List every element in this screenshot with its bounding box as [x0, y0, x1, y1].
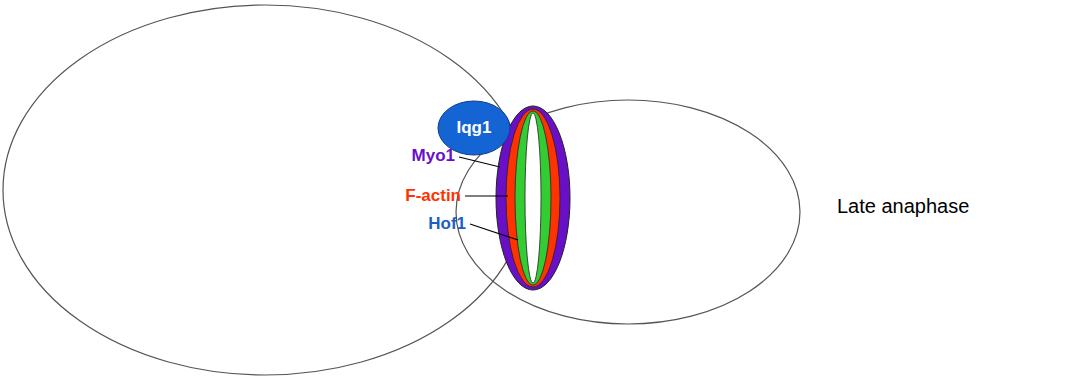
hof1-ring [515, 111, 551, 285]
leader-line [459, 157, 500, 167]
protein-label: Hof1 [428, 215, 466, 232]
leader-line [465, 195, 508, 196]
protein-label: Myo1 [412, 147, 455, 164]
mother-cell [3, 5, 527, 375]
actin-ring [506, 109, 560, 287]
ring-lumen [525, 113, 541, 283]
protein-label: F-actin [405, 187, 461, 204]
leader-line [470, 224, 518, 240]
stage-label: Late anaphase [837, 196, 969, 216]
node-text: Iqg1 [457, 119, 492, 138]
